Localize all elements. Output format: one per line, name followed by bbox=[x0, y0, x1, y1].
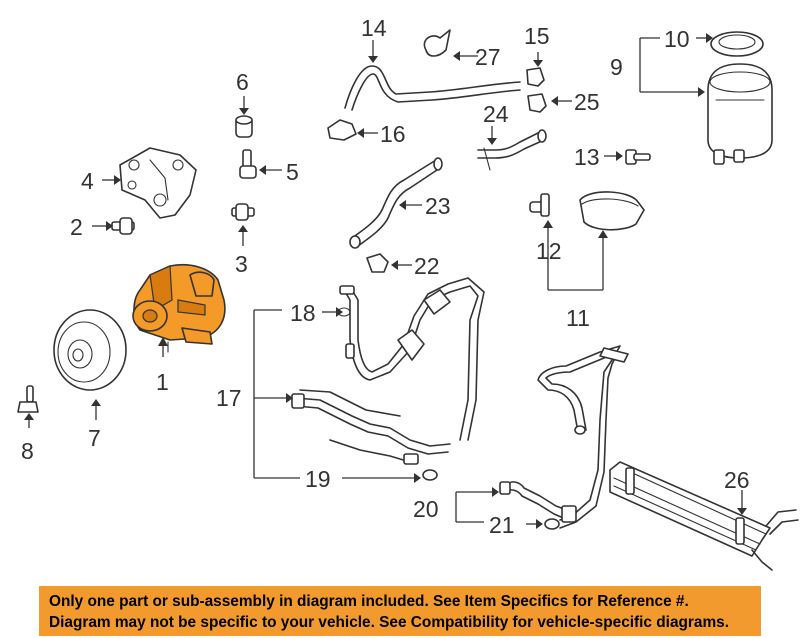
callout-24: 24 bbox=[483, 101, 509, 127]
callout-25: 25 bbox=[574, 89, 600, 115]
callout-11: 11 bbox=[566, 305, 590, 331]
callout-10: 10 bbox=[664, 26, 690, 52]
clamp-22 bbox=[366, 253, 389, 273]
callout-3: 3 bbox=[235, 251, 248, 277]
clip-25 bbox=[527, 93, 547, 113]
bolt-2 bbox=[111, 217, 135, 235]
bracket-4 bbox=[119, 147, 197, 219]
callout-13: 13 bbox=[574, 144, 600, 170]
callout-14: 14 bbox=[361, 15, 387, 41]
callout-6: 6 bbox=[236, 69, 249, 95]
callout-19: 19 bbox=[305, 466, 331, 492]
hose-23 bbox=[349, 157, 443, 249]
callout-20: 20 bbox=[413, 496, 439, 522]
callout-4: 4 bbox=[81, 168, 94, 194]
callout-16: 16 bbox=[380, 121, 406, 147]
clip-15 bbox=[526, 67, 545, 87]
power-steering-pump[interactable] bbox=[132, 264, 226, 353]
clamp-27 bbox=[423, 29, 451, 57]
pressure-line-18 bbox=[339, 277, 485, 441]
return-line-17 bbox=[291, 389, 451, 465]
callout-15: 15 bbox=[524, 23, 550, 49]
disclaimer-line-2: Diagram may not be specific to your vehi… bbox=[49, 614, 729, 631]
bolt-8 bbox=[17, 385, 39, 413]
pulley-7 bbox=[53, 309, 127, 391]
parts-diagram: 1 2 4 6 5 3 bbox=[17, 15, 799, 571]
cap-10 bbox=[710, 31, 764, 57]
hose-14 bbox=[344, 65, 521, 111]
bushing-6 bbox=[235, 115, 253, 138]
callout-1: 1 bbox=[156, 369, 169, 395]
callout-8: 8 bbox=[21, 438, 34, 464]
fitting-20 bbox=[499, 481, 577, 523]
o-ring-21 bbox=[544, 518, 560, 530]
callout-22: 22 bbox=[414, 253, 440, 279]
bolt-12 bbox=[529, 193, 550, 217]
clamp-16 bbox=[327, 119, 357, 141]
callout-7: 7 bbox=[88, 425, 101, 451]
o-ring-19 bbox=[422, 469, 438, 481]
bolt-13 bbox=[625, 149, 651, 165]
callout-18: 18 bbox=[290, 300, 316, 326]
bracket-11 bbox=[579, 191, 645, 231]
callout-27: 27 bbox=[475, 44, 501, 70]
reservoir-9 bbox=[707, 63, 773, 165]
hose-24 bbox=[477, 129, 547, 171]
bolt-5 bbox=[239, 149, 257, 179]
callout-23: 23 bbox=[425, 193, 451, 219]
cooler-line bbox=[537, 345, 629, 529]
callout-21: 21 bbox=[489, 512, 515, 538]
callout-12: 12 bbox=[536, 238, 562, 264]
disclaimer-line-1: Only one part or sub-assembly in diagram… bbox=[49, 593, 689, 610]
callout-17: 17 bbox=[216, 385, 242, 411]
callout-5: 5 bbox=[286, 159, 299, 185]
callout-2: 2 bbox=[70, 214, 83, 240]
bolt-3 bbox=[231, 203, 255, 221]
callout-9: 9 bbox=[610, 54, 623, 80]
disclaimer-banner: Only one part or sub-assembly in diagram… bbox=[39, 586, 761, 636]
cooler-26 bbox=[609, 461, 799, 571]
callout-26: 26 bbox=[724, 467, 750, 493]
leader-1 bbox=[158, 337, 168, 357]
